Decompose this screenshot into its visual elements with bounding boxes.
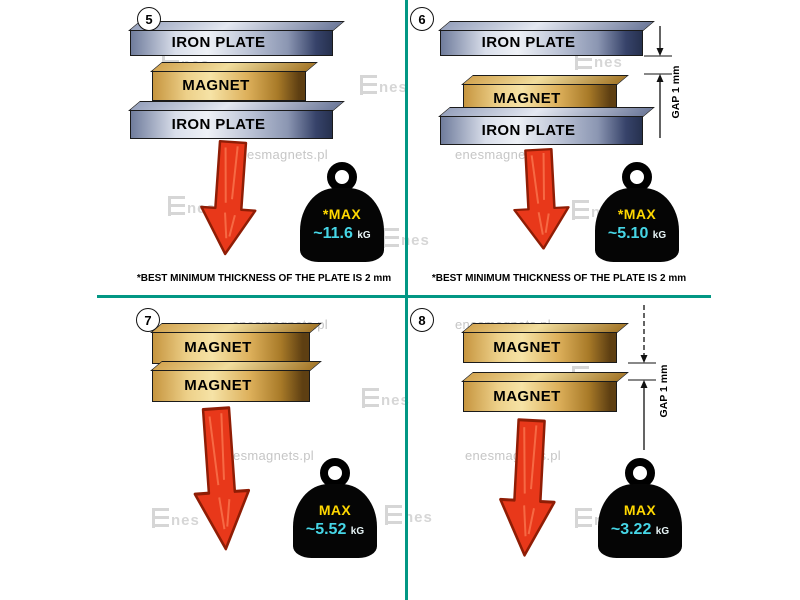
plate-thickness-note-p5: *BEST MINIMUM THICKNESS OF THE PLATE IS … [114, 273, 414, 284]
horizontal-divider [97, 295, 711, 298]
panel-number-7: 7 [136, 308, 160, 332]
panel-number-5: 5 [137, 7, 161, 31]
weight-body: *MAX ~5.10 kG [595, 188, 679, 262]
enes-logo-icon [575, 508, 592, 528]
weight-body: *MAX ~11.6 kG [300, 188, 384, 262]
weight-value: ~5.52 [305, 520, 347, 538]
pull-force-arrow-p6 [513, 148, 570, 250]
block-label: IRON PLATE [171, 115, 266, 133]
weight-body: MAX ~5.52 kG [293, 484, 377, 558]
iron-plate-bottom-p6: IRON PLATE [440, 115, 643, 145]
block-label: MAGNET [184, 377, 252, 394]
note-text: *BEST MINIMUM THICKNESS OF THE PLATE IS [136, 273, 363, 284]
weight-unit: kG [655, 525, 670, 537]
block-label: MAGNET [184, 339, 252, 356]
gap-label-p8: GAP 1 mm [658, 364, 670, 418]
vertical-divider [405, 0, 408, 600]
iron-plate-bottom-p5: IRON PLATE [130, 109, 333, 139]
block-label: MAGNET [493, 89, 561, 107]
enes-logo-text: nes [379, 79, 408, 96]
weight-icon-p8: MAX ~3.22 kG [598, 458, 682, 558]
enes-logo-icon [168, 196, 185, 216]
weight-icon-p7: MAX ~5.52 kG [293, 458, 377, 558]
enes-logo-icon [362, 388, 379, 408]
block-label: IRON PLATE [171, 34, 266, 51]
enes-logo-icon [152, 508, 169, 528]
weight-max-label: MAX [318, 502, 352, 519]
weight-icon-p6: *MAX ~5.10 kG [595, 162, 679, 262]
enes-logo-icon [382, 228, 399, 248]
gap-dimension-lines-p6 [644, 26, 672, 138]
enes-logo-text: nes [381, 392, 410, 409]
iron-plate-top-p5: IRON PLATE [130, 29, 333, 56]
plate-thickness-note-p6: *BEST MINIMUM THICKNESS OF THE PLATE IS … [409, 273, 709, 284]
block-label: IRON PLATE [481, 34, 576, 51]
weight-unit: kG [350, 525, 365, 537]
block-label: IRON PLATE [481, 121, 576, 139]
panel-number-8: 8 [410, 308, 434, 332]
gap-dimension-lines-p8 [628, 305, 656, 450]
site-watermark: enesmagnets.pl [218, 448, 314, 463]
weight-unit: kG [652, 229, 667, 241]
magnet-top-p7: MAGNET [152, 331, 310, 364]
enes-logo-text: nes [594, 54, 623, 71]
weight-max-label: *MAX [617, 206, 657, 223]
enes-logo-text: nes [404, 509, 433, 526]
note-bold: 2 mm [365, 273, 392, 284]
magnet-p5: MAGNET [152, 70, 306, 101]
weight-icon-p5: *MAX ~11.6 kG [300, 162, 384, 262]
weight-max-label: *MAX [322, 206, 362, 223]
enes-logo-watermark: nes [360, 75, 408, 95]
weight-value: ~3.22 [610, 520, 652, 538]
magnet-bottom-p8: MAGNET [463, 380, 617, 412]
enes-logo-text: nes [171, 512, 200, 529]
enes-logo-watermark: nes [385, 505, 433, 525]
pull-force-arrow-p5 [200, 139, 257, 256]
panel-number-6: 6 [410, 7, 434, 31]
enes-logo-icon [360, 75, 377, 95]
magnet-top-p8: MAGNET [463, 331, 617, 363]
enes-logo-icon [385, 505, 402, 525]
weight-value: ~11.6 [313, 224, 353, 242]
note-text: *BEST MINIMUM THICKNESS OF THE PLATE IS [431, 273, 658, 284]
pull-force-arrow-p8 [499, 418, 556, 557]
weight-unit: kG [357, 229, 371, 241]
weight-body: MAX ~3.22 kG [598, 484, 682, 558]
block-label: MAGNET [493, 338, 561, 356]
iron-plate-top-p6: IRON PLATE [440, 29, 643, 56]
site-watermark: enesmagnets.pl [232, 147, 328, 162]
magnet-bottom-p7: MAGNET [152, 369, 310, 402]
pull-force-arrow-p7 [193, 406, 251, 551]
weight-max-label: MAX [623, 502, 657, 519]
note-bold: 2 mm [660, 273, 687, 284]
block-label: MAGNET [182, 77, 250, 94]
block-label: MAGNET [493, 387, 561, 405]
weight-value: ~5.10 [607, 224, 649, 242]
enes-logo-watermark: nes [152, 508, 200, 528]
gap-label-p6: GAP 1 mm [670, 65, 682, 119]
enes-logo-watermark: nes [362, 388, 410, 408]
enes-logo-icon [572, 200, 589, 220]
